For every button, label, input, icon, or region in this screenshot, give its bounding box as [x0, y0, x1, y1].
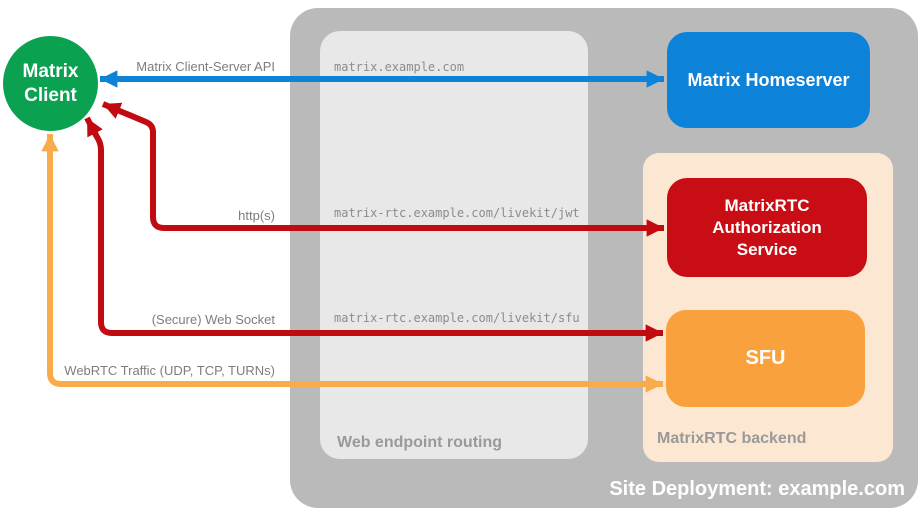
edge-label-https: http(s) — [238, 208, 275, 223]
edge-label-webrtc-traffic: WebRTC Traffic (UDP, TCP, TURNs) — [64, 363, 275, 378]
matrixrtc-authorization-service-node: MatrixRTC Authorization Service — [667, 178, 867, 277]
web-endpoint-routing-caption: Web endpoint routing — [337, 434, 503, 451]
matrix-homeserver-label: Matrix Homeserver — [687, 69, 850, 90]
web-endpoint-routing-panel — [320, 31, 588, 459]
sfu-node: SFU — [666, 310, 865, 407]
matrix-homeserver-node: Matrix Homeserver — [667, 32, 870, 128]
endpoint-livekit-jwt: matrix-rtc.example.com/livekit/jwt — [334, 206, 580, 220]
matrix-client-node: Matrix Client — [3, 36, 98, 131]
matrix-client-label: Matrix Client — [22, 60, 79, 106]
matrixrtc-backend-caption: MatrixRTC backend — [657, 430, 807, 447]
site-deployment-caption: Site Deployment: example.com — [609, 478, 905, 500]
endpoint-livekit-sfu: matrix-rtc.example.com/livekit/sfu — [334, 311, 580, 325]
edge-label-client-server-api: Matrix Client-Server API — [136, 59, 275, 74]
endpoint-matrix-example-com: matrix.example.com — [334, 60, 465, 74]
edge-label-secure-web-socket: (Secure) Web Socket — [151, 312, 275, 327]
matrixrtc-authorization-service-label: MatrixRTC Authorization Service — [712, 195, 822, 259]
sfu-label: SFU — [745, 347, 786, 369]
